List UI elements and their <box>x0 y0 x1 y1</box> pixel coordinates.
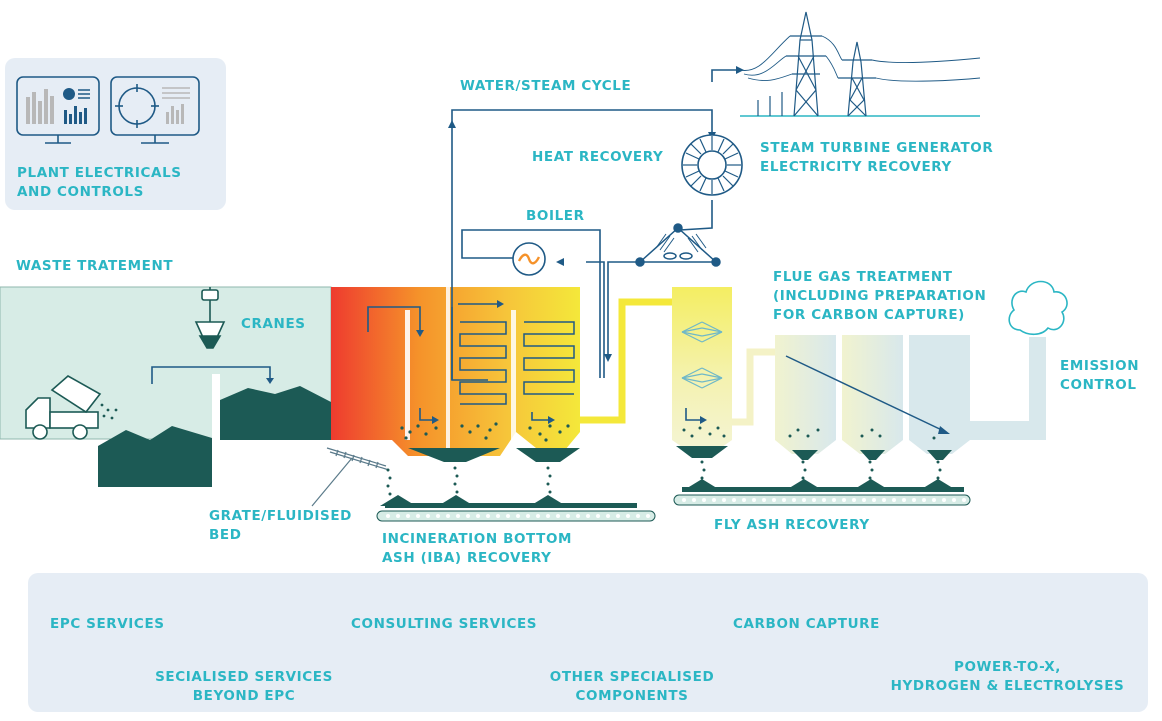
services-panel <box>28 573 1148 712</box>
grate-icon <box>311 447 390 507</box>
smoke-cloud-icon <box>1008 280 1068 336</box>
water-steam-cycle-label: WATER/STEAM CYCLE <box>460 78 632 94</box>
epc-services-label: EPC SERVICES <box>50 616 165 632</box>
fly-ash-conveyor-icon <box>673 479 971 506</box>
boiler-label: BOILER <box>526 208 585 224</box>
fly-ash-recovery-label: FLY ASH RECOVERY <box>714 517 870 533</box>
crane-grab-icon <box>194 287 226 349</box>
bar-chart-monitor-icon <box>16 76 100 144</box>
spray-nozzles-icon <box>681 321 723 389</box>
gauge-monitor-icon <box>110 76 200 144</box>
consulting-services-label: CONSULTING SERVICES <box>351 616 538 632</box>
cranes-label: CRANES <box>241 316 306 332</box>
garbage-truck-icon <box>25 375 118 440</box>
flue-gas-treatment-label: FLUE GAS TREATMENT(INCLUDING PREPARATION… <box>773 269 987 323</box>
transmission-tower-icon <box>739 11 981 117</box>
boiler-icon <box>512 242 546 276</box>
carbon-capture-label: CARBON CAPTURE <box>733 616 880 632</box>
power-to-x-label: POWER-TO-X,HYDROGEN & ELECTROLYSES <box>890 659 1125 694</box>
heat-recovery-label: HEAT RECOVERY <box>532 149 664 165</box>
waste-treatment-label: WASTE TRATEMENT <box>16 258 174 274</box>
condenser-icon <box>635 223 721 267</box>
iba-conveyor-icon <box>376 495 656 522</box>
turbine-icon <box>681 134 743 196</box>
